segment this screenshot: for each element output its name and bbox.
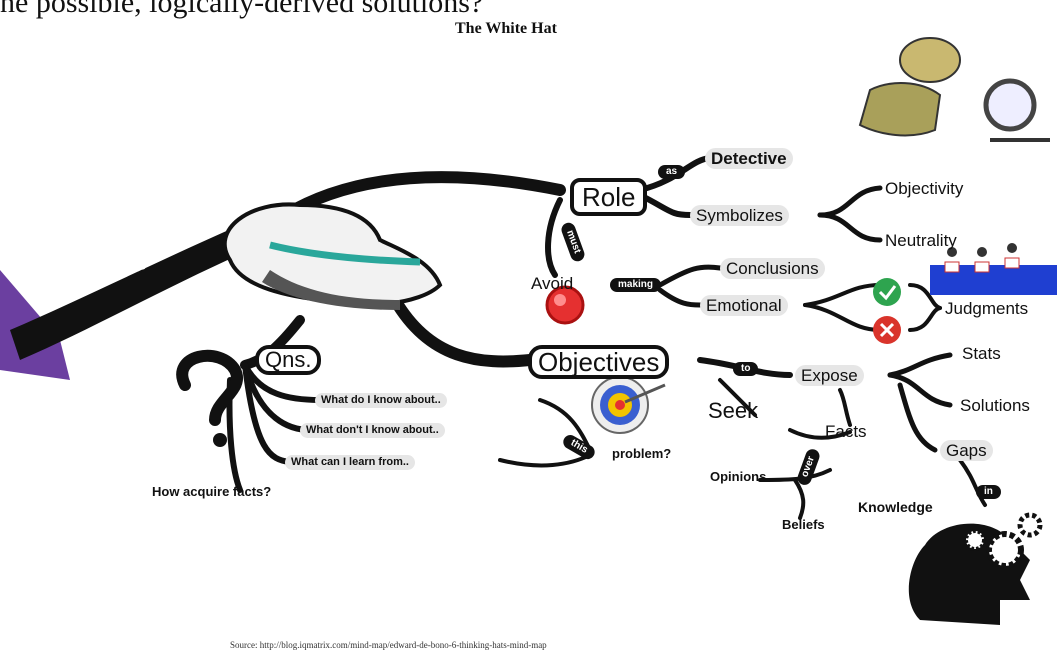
role-node: Role: [570, 178, 648, 216]
expose-node: Expose: [795, 365, 864, 386]
emotional-node: Emotional: [700, 295, 788, 316]
question-2: What don't I know about..: [300, 423, 445, 438]
gaps-node: Gaps: [940, 440, 993, 461]
symbolizes-node: Symbolizes: [690, 205, 789, 226]
hat-icon: [222, 202, 443, 310]
solutions-node: Solutions: [960, 396, 1030, 415]
seek-node: Seek: [708, 398, 759, 423]
neutral-hat-arrow: [10, 225, 250, 360]
source-citation: Source: http://blog.iqmatrix.com/mind-ma…: [230, 640, 547, 650]
role-as-connector: as: [658, 165, 686, 179]
opinions-node: Opinions: [710, 469, 767, 484]
question-3: What can I learn from..: [285, 455, 415, 470]
neutrality-node: Neutrality: [885, 231, 957, 250]
problem-node: problem?: [612, 446, 672, 461]
stop-button-icon: [545, 285, 585, 325]
cross-icon: [873, 316, 901, 344]
stats-node: Stats: [962, 344, 1001, 363]
target-icon: [591, 376, 666, 434]
question-mark-icon: [176, 349, 243, 447]
avoid-node: Avoid: [531, 274, 574, 293]
objectives-to-connector: to: [733, 362, 759, 376]
detective-icon: [858, 37, 1050, 142]
judgments-node: Judgments: [945, 299, 1029, 318]
conclusions-node: Conclusions: [720, 258, 825, 279]
qns-node: Qns.: [255, 345, 322, 375]
how-acquire-facts-label: How acquire facts?: [152, 484, 272, 499]
page-title: The White Hat: [455, 20, 557, 37]
making-connector: making: [610, 278, 662, 292]
beliefs-node: Beliefs: [782, 517, 825, 532]
question-1: What do I know about..: [315, 393, 447, 408]
gaps-in-connector: in: [976, 485, 1001, 499]
objectivity-node: Objectivity: [885, 179, 964, 198]
detective-node: Detective: [705, 148, 793, 169]
check-icon: [873, 278, 901, 306]
knowledge-node: Knowledge: [858, 499, 933, 515]
objectives-node: Objectives: [528, 345, 670, 379]
gears-head-icon: [908, 512, 1043, 625]
cut-header-text: ne possible, logically-derived solutions…: [0, 0, 484, 19]
audience-icon: [930, 243, 1057, 295]
branch-lines: [226, 155, 987, 520]
facts-node: Facts: [825, 422, 867, 441]
